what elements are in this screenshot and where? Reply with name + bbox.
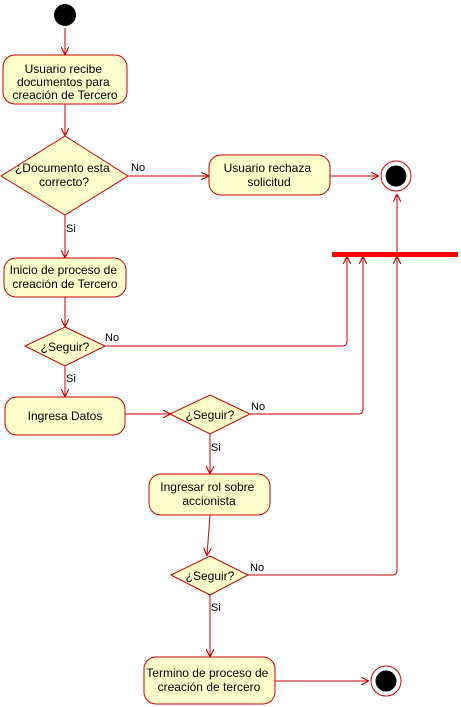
activity-receive-line-2: documentos para: [17, 75, 110, 89]
decision-doc-line-1: ¿Documento esta: [15, 161, 110, 175]
decision-continue-3-label: ¿Seguir?: [186, 569, 235, 583]
label-no-continue3: No: [250, 562, 264, 574]
activity-start-line-2: creación de Tercero: [12, 277, 117, 291]
activity-enter-data-label: Ingresa Datos: [28, 409, 103, 423]
activity-role-line-2: accionista: [182, 494, 236, 508]
edge-role-to-continue3: [207, 514, 210, 555]
final-node-top: [380, 160, 412, 192]
activity-end-line-1: Termino de proceso de: [146, 666, 268, 680]
decision-continue-2: ¿Seguir?: [168, 394, 252, 435]
svg-text:Inicio de proceso de cre: Inicio de proceso de creación de Tercero: [10, 263, 121, 291]
label-si-continue2: Si: [211, 442, 221, 454]
activity-end-process: Termino de proceso de creación de tercer…: [143, 656, 276, 705]
decision-continue-1-label: ¿Seguir?: [41, 340, 90, 354]
svg-text:¿Documento esta correcto: ¿Documento esta correcto?: [15, 161, 113, 189]
activity-reject-line-1: Usuario rechaza: [224, 161, 312, 175]
activity-reject-request: Usuario rechaza solicitud: [208, 154, 331, 196]
decision-document-correct: ¿Documento esta correcto?: [0, 135, 129, 216]
label-no-continue2: No: [251, 401, 265, 413]
activity-reject-line-2: solicitud: [247, 175, 290, 189]
label-si-doc: Si: [66, 223, 76, 235]
initial-node: [54, 4, 76, 26]
svg-text:Usuario rechaza solicitu: Usuario rechaza solicitud: [224, 161, 315, 189]
edges: [65, 28, 397, 681]
final-node-bottom: [370, 665, 402, 697]
svg-text:Ingresar rol sobre accio: Ingresar rol sobre accionista: [160, 480, 257, 508]
activity-receive-line-3: creación de Tercero: [12, 88, 117, 102]
label-si-continue3: Si: [211, 602, 221, 614]
activity-role-line-1: Ingresar rol sobre: [160, 480, 254, 494]
label-no-continue1: No: [105, 332, 119, 344]
label-si-continue1: Si: [66, 373, 76, 385]
decision-continue-3: ¿Seguir?: [169, 555, 250, 596]
activity-receive-line-1: Usuario recibe: [25, 62, 103, 76]
edge-continue1-no-to-bar: [105, 257, 347, 347]
activity-enter-data: Ingresa Datos: [4, 396, 126, 436]
activity-end-line-2: creación de tercero: [158, 680, 261, 694]
activity-start-line-1: Inicio de proceso de: [10, 263, 118, 277]
activity-start-process: Inicio de proceso de creación de Tercero: [3, 257, 127, 298]
decision-continue-2-label: ¿Seguir?: [186, 408, 235, 422]
edge-continue3-no-to-bar: [248, 257, 397, 576]
edge-continue2-no-to-bar: [250, 257, 363, 415]
edge-labels: No Si No Si No Si No Si: [66, 162, 265, 614]
svg-text:Usuario recibe documento: Usuario recibe documentos para creación …: [12, 62, 117, 102]
label-no-doc: No: [131, 162, 145, 174]
join-bar: [332, 252, 458, 257]
decision-continue-1: ¿Seguir?: [23, 326, 107, 367]
activity-enter-role: Ingresar rol sobre accionista: [148, 473, 271, 516]
svg-text:Termino de proceso de cr: Termino de proceso de creación de tercer…: [146, 666, 271, 694]
decision-doc-line-2: correcto?: [39, 175, 89, 189]
activity-receive-documents: Usuario recibe documentos para creación …: [2, 54, 128, 105]
